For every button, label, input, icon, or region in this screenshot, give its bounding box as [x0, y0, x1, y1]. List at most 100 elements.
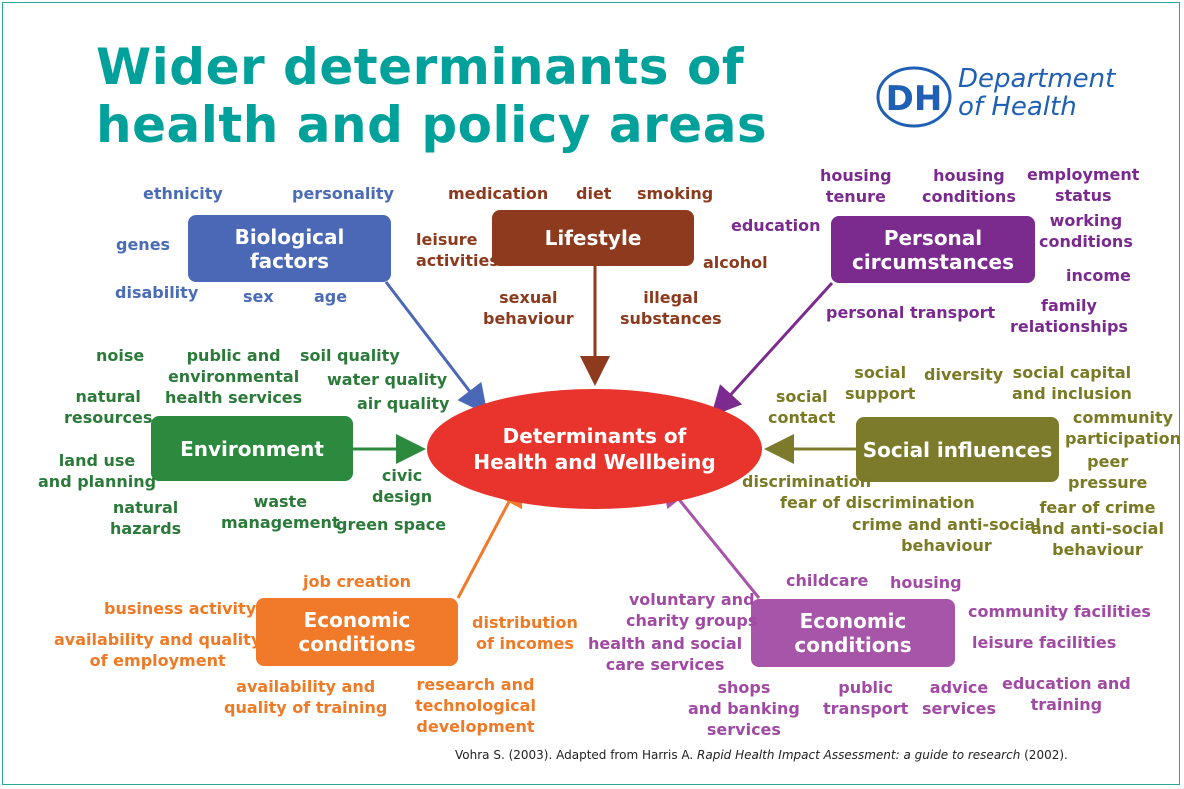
label-capital-line-1: social capital [1012, 363, 1132, 382]
label-health-line-1: health and social [588, 634, 743, 653]
label-health-social-care: health and social care services [588, 633, 742, 675]
label-fear-of-discrimination: fear of discrimination [780, 493, 975, 512]
label-advice-line-2: services [922, 699, 997, 718]
label-housing: housing [890, 573, 962, 592]
citation-post: (2002). [1020, 748, 1068, 762]
box-economic-conditions-left: Economic conditions [256, 598, 458, 666]
box-environment-line-1: Environment [180, 436, 324, 461]
label-advice-line-1: advice [929, 678, 989, 697]
label-support-line-2: support [845, 384, 916, 403]
label-discrimination: discrimination [742, 472, 872, 491]
label-shops-line-2: and banking [688, 699, 800, 718]
label-conditions-line-1: housing [933, 166, 1005, 185]
label-advice-services: advice services [922, 677, 996, 719]
label-dist-line-2: of incomes [475, 634, 574, 653]
label-personal-transport: personal transport [826, 303, 996, 322]
label-family-relationships: family relationships [1010, 295, 1128, 337]
label-distribution-incomes: distribution of incomes [472, 612, 578, 654]
label-alcohol: alcohol [703, 253, 768, 272]
label-job-creation: job creation [303, 572, 412, 591]
label-fearcrime-line-1: fear of crime [1039, 498, 1156, 517]
label-diversity: diversity [924, 365, 1004, 384]
label-civic-design: civic design [372, 465, 432, 507]
label-family-line-1: family [1041, 296, 1097, 315]
box-lifestyle: Lifestyle [492, 210, 694, 266]
box-economic-conditions-right: Economic conditions [751, 599, 955, 667]
label-train-line-2: quality of training [224, 698, 388, 717]
label-fear-of-crime: fear of crime and anti-social behaviour [1031, 497, 1164, 560]
central-line-2: Health and Wellbeing [473, 450, 716, 474]
label-community-line-2: participation [1065, 429, 1182, 448]
label-sex: sex [243, 287, 274, 306]
label-personality: personality [292, 184, 394, 203]
label-edu-line-2: training [1030, 695, 1103, 714]
label-train-line-1: availability and [236, 677, 376, 696]
label-tenure-line-2: tenure [825, 187, 886, 206]
dh-logo-letters: DH [886, 79, 943, 119]
label-research-development: research and technological development [415, 674, 536, 737]
label-shops-line-1: shops [717, 678, 771, 697]
box-biological-line-2: factors [249, 248, 330, 273]
label-childcare: childcare [786, 571, 869, 590]
label-crime-antisocial: crime and anti-social behaviour [852, 514, 1041, 556]
label-public-line-1: public and [186, 346, 281, 365]
central-line-1: Determinants of [502, 424, 687, 448]
central-node: Determinants of Health and Wellbeing [427, 389, 762, 509]
label-business-activity: business activity [104, 599, 257, 618]
label-sexual-line-1: sexual [499, 288, 558, 307]
label-crime-line-1: crime and anti-social [852, 515, 1041, 534]
label-soil-quality: soil quality [300, 346, 400, 365]
citation: Vohra S. (2003). Adapted from Harris A. … [455, 748, 1068, 762]
logo-line-2: of Health [958, 92, 1077, 122]
citation-work: Rapid Health Impact Assessment: a guide … [697, 748, 1021, 762]
title-line-1: Wider determinants of [96, 38, 745, 96]
label-public-health-services: public and environmental health services [165, 345, 302, 408]
label-natural-hazards: natural hazards [110, 497, 181, 539]
label-vol-line-1: voluntary and [628, 590, 755, 609]
label-research-line-3: development [416, 717, 535, 736]
label-peer-line-2: pressure [1068, 473, 1148, 492]
label-land-use: land use and planning [38, 450, 156, 492]
label-tenure-line-1: housing [820, 166, 892, 185]
box-personal-circumstances: Personal circumstances [831, 216, 1035, 283]
label-social-capital: social capital and inclusion [1012, 362, 1132, 404]
label-public-transport: public transport [823, 677, 908, 719]
label-shops-banking: shops and banking services [688, 677, 800, 740]
label-fearcrime-line-2: and anti-social [1031, 519, 1164, 538]
box-econ-right-line-1: Economic [799, 609, 907, 633]
box-econ-left-line-2: conditions [298, 632, 416, 656]
label-illegal-line-1: illegal [643, 288, 699, 307]
label-housing-tenure: housing tenure [820, 165, 892, 207]
label-avail-line-1: availability and quality [54, 630, 262, 649]
title-line-2: health and policy areas [96, 96, 768, 154]
label-edu-line-1: education and [1002, 674, 1131, 693]
label-waste-line-2: management [221, 513, 340, 532]
label-voluntary-groups: voluntary and charity groups [626, 589, 757, 631]
arrow-biological [384, 281, 488, 415]
label-water-quality: water quality [327, 370, 448, 389]
label-sexual-line-2: behaviour [483, 309, 574, 328]
label-dist-line-1: distribution [472, 613, 578, 632]
label-education-training: education and training [1002, 673, 1131, 715]
label-availability-employment: availability and quality of employment [54, 629, 261, 671]
citation-pre: Vohra S. (2003). Adapted from Harris A. [455, 748, 698, 762]
label-conditions-line-2: conditions [922, 187, 1016, 206]
label-support-line-1: social [854, 363, 907, 382]
label-social-contact: social contact [768, 386, 835, 428]
label-leisure-line-2: activities [416, 251, 499, 270]
box-personal-line-1: Personal [883, 225, 983, 250]
label-availability-training: availability and quality of training [224, 676, 387, 718]
label-shops-line-3: services [706, 720, 781, 739]
label-family-line-2: relationships [1010, 317, 1128, 336]
label-age: age [314, 287, 348, 306]
label-waste-line-1: waste [253, 492, 308, 511]
label-illegal-substances: illegal substances [620, 287, 722, 329]
label-social-support: social support [845, 362, 915, 404]
page-title: Wider determinants of health and policy … [96, 38, 767, 154]
label-working-conditions: working conditions [1039, 210, 1133, 252]
label-land-line-2: and planning [38, 472, 157, 491]
label-leisure-activities: leisure activities [416, 229, 499, 271]
box-social-influences: Social influences [856, 417, 1059, 482]
label-leisure-facilities: leisure facilities [972, 633, 1117, 652]
